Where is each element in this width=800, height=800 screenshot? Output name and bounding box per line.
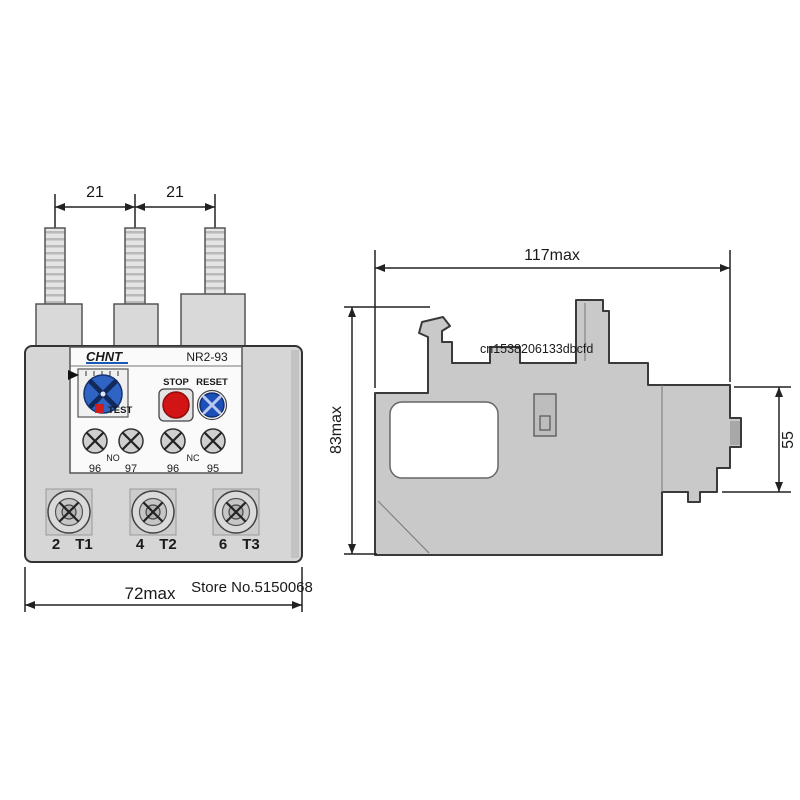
side-chamfer-line: [377, 500, 430, 554]
side-length-dimension: 117max: [374, 247, 731, 388]
dim-arrow: [125, 203, 135, 211]
dim-arrow: [348, 307, 356, 317]
side-clamp-detail: [730, 421, 740, 445]
reset-slot: [202, 395, 222, 415]
test-label: TEST: [108, 405, 132, 416]
main-terminal-screw[interactable]: [131, 490, 175, 534]
stop-button[interactable]: [162, 391, 190, 419]
reset-label: RESET: [196, 377, 228, 388]
store-watermark: Store No.5150068: [191, 579, 313, 596]
dim-pin-pitch-left: 21: [86, 184, 104, 201]
screw-slot: [142, 501, 164, 523]
main-terminals: 2 T1 4 T2 6 T3: [45, 488, 260, 553]
terminal-pins: [35, 227, 246, 349]
no-label: NO: [106, 453, 120, 463]
stop-label: STOP: [163, 377, 189, 388]
dim-arrow: [135, 203, 145, 211]
main-terminal-screw[interactable]: [214, 490, 258, 534]
main-terminal-id: T3: [242, 536, 260, 553]
side-view: 117max 83max 55: [328, 247, 797, 556]
brand-logo: CHNT: [86, 349, 123, 364]
model-label: NR2-93: [186, 350, 228, 364]
pin: [124, 227, 146, 307]
pin-base: [35, 303, 83, 349]
pin-base: [180, 293, 246, 349]
dim-overall-length: 117max: [524, 247, 580, 264]
dim-arrow: [375, 264, 385, 272]
aux-terminal-number: 97: [125, 463, 137, 475]
front-width-dimension: 72max: [24, 567, 303, 612]
side-slot-notch: [539, 415, 551, 431]
dim-upper-depth: 55: [780, 431, 797, 449]
dim-arrow: [205, 203, 215, 211]
side-depth-dimension: 55: [722, 386, 797, 493]
dim-arrow: [775, 387, 783, 397]
main-terminal-screw[interactable]: [47, 490, 91, 534]
aux-terminal-number: 96: [89, 463, 101, 475]
dim-overall-height: 83max: [328, 406, 345, 454]
dim-arrow: [348, 544, 356, 554]
aux-terminal-number: 96: [167, 463, 179, 475]
body-shadow: [291, 350, 299, 558]
main-terminal-number: 6: [219, 536, 227, 553]
pin-base: [113, 303, 159, 349]
side-label-plate: [389, 401, 499, 479]
dim-arrow: [292, 601, 302, 609]
front-top-dimension: 21 21: [54, 184, 216, 232]
dim-arrow: [25, 601, 35, 609]
dim-overall-width: 72max: [124, 584, 176, 603]
brand-underline: [86, 362, 128, 364]
main-terminal-id: T1: [75, 536, 93, 553]
seller-watermark: cn1538206133dbcfd: [480, 342, 593, 356]
dial-pointer-icon: [68, 370, 79, 380]
screw-slot: [203, 431, 223, 451]
screw-slot: [85, 431, 105, 451]
aux-terminal-screws: [82, 428, 226, 454]
reset-button-ring: [196, 389, 228, 421]
screw-slot: [121, 431, 141, 451]
pin: [44, 227, 66, 307]
main-terminal-number: 2: [52, 536, 60, 553]
screw-slot: [58, 501, 80, 523]
dim-arrow: [720, 264, 730, 272]
nc-label: NC: [187, 453, 200, 463]
aux-terminal-number: 95: [207, 463, 219, 475]
dim-arrow: [55, 203, 65, 211]
dim-pin-pitch-right: 21: [166, 184, 184, 201]
test-indicator: [95, 404, 104, 413]
main-terminal-id: T2: [159, 536, 177, 553]
main-terminal-number: 4: [136, 536, 145, 553]
dim-arrow: [775, 482, 783, 492]
side-profile: [374, 299, 742, 556]
screw-slot: [225, 501, 247, 523]
dial-center: [100, 391, 106, 397]
screw-slot: [163, 431, 183, 451]
front-view: 21 21 CHNT NR2-93: [24, 184, 303, 612]
side-height-dimension: 83max: [328, 306, 430, 555]
